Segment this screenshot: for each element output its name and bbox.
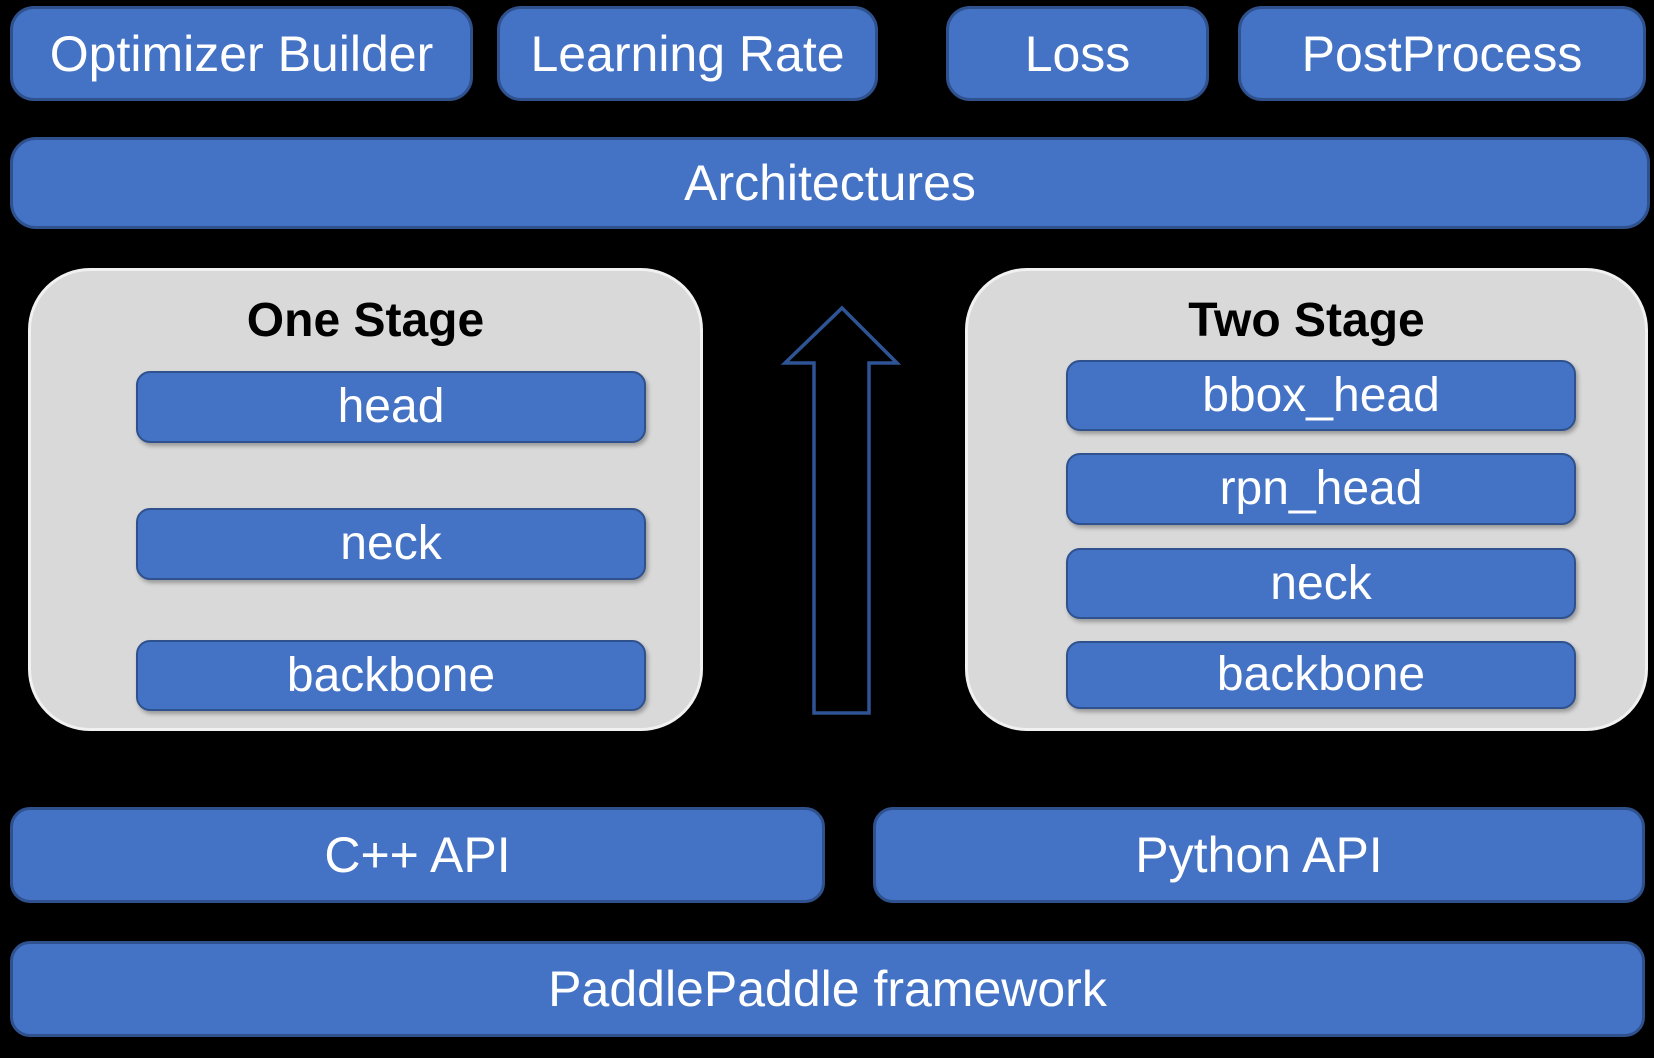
two-stage-title: Two Stage [1188, 294, 1425, 347]
two-stage-layer-backbone: backbone [1066, 641, 1576, 709]
paddlepaddle-framework-bar: PaddlePaddle framework [10, 941, 1645, 1037]
module-box-postprocess: PostProcess [1238, 6, 1646, 101]
one-stage-container: One Stage head neck backbone [28, 268, 703, 731]
module-box-learning-rate: Learning Rate [497, 6, 878, 101]
module-box-optimizer-builder: Optimizer Builder [10, 6, 473, 101]
one-stage-layer-head: head [136, 371, 646, 443]
two-stage-layer-bbox-head: bbox_head [1066, 360, 1576, 431]
one-stage-layer-neck: neck [136, 508, 646, 580]
two-stage-container: Two Stage bbox_head rpn_head neck backbo… [965, 268, 1648, 731]
architectures-bar: Architectures [10, 137, 1650, 229]
python-api-bar: Python API [873, 807, 1645, 903]
module-box-loss: Loss [946, 6, 1209, 101]
one-stage-layer-backbone: backbone [136, 640, 646, 711]
cpp-api-bar: C++ API [10, 807, 825, 903]
two-stage-layer-rpn-head: rpn_head [1066, 453, 1576, 525]
up-arrow-outline [780, 305, 902, 715]
two-stage-layer-neck: neck [1066, 548, 1576, 619]
one-stage-title: One Stage [246, 294, 485, 347]
